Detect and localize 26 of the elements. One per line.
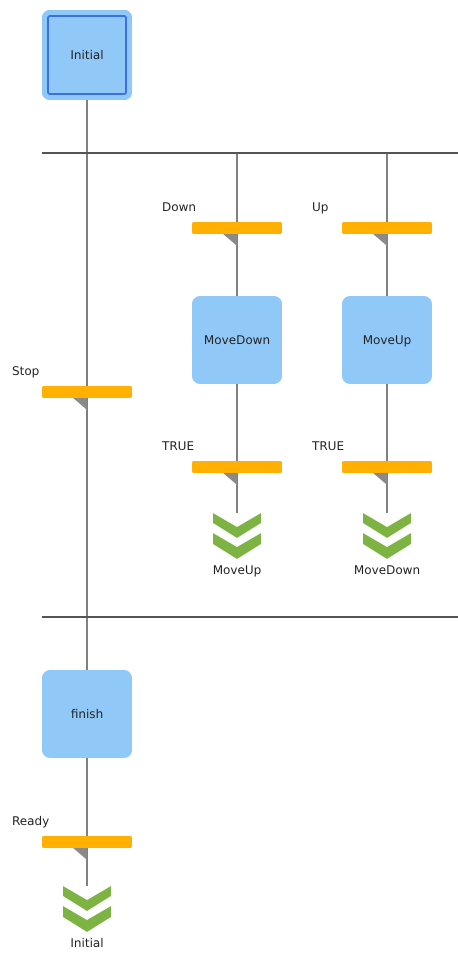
- connector-line: [86, 100, 88, 152]
- connector-line: [86, 154, 88, 386]
- connector-line: [236, 234, 238, 296]
- step-box: MoveDown: [192, 296, 282, 384]
- transition-condition: TRUE: [312, 439, 344, 453]
- jump-target-label: MoveUp: [212, 563, 262, 577]
- branch-line: [42, 616, 458, 618]
- connector-line: [386, 154, 388, 222]
- jump-target-label: Initial: [69, 936, 105, 950]
- branch-line: [42, 152, 458, 154]
- connector-line: [86, 618, 88, 670]
- jump-target-label: MoveDown: [352, 563, 422, 577]
- step-box: MoveUp: [342, 296, 432, 384]
- transition-condition: Ready: [12, 814, 50, 828]
- transition-condition: Stop: [12, 364, 40, 378]
- connector-line: [236, 154, 238, 222]
- connector-line: [236, 384, 238, 461]
- transition-condition: Up: [312, 200, 328, 214]
- step-box: finish: [42, 670, 132, 758]
- transition-condition: TRUE: [162, 439, 194, 453]
- initial-step-box: Initial: [42, 10, 132, 100]
- connector-line: [386, 384, 388, 461]
- connector-line: [386, 234, 388, 296]
- transition-condition: Down: [162, 200, 196, 214]
- connector-line: [86, 758, 88, 836]
- connector-line: [86, 398, 88, 616]
